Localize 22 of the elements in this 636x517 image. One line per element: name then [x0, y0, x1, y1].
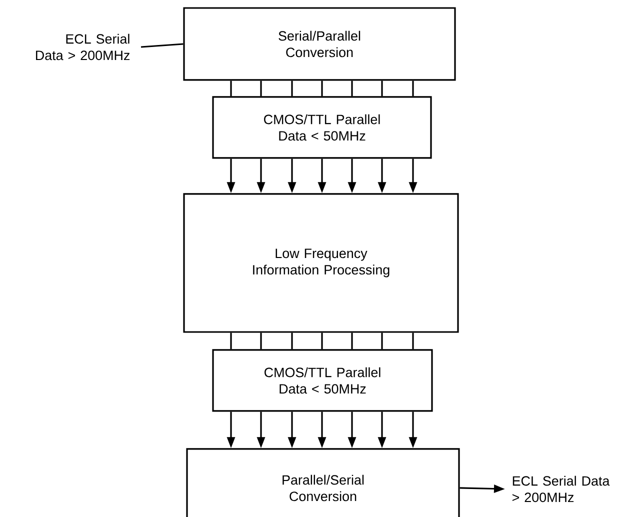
bus-line	[321, 80, 323, 96]
signal-label: ECL Serial Data > 200MHz	[512, 476, 610, 502]
block-box: CMOS/TTL Parallel Data < 50MHz	[212, 96, 432, 159]
block-box: CMOS/TTL Parallel Data < 50MHz	[212, 349, 433, 412]
signal-label: ECL Serial Data > 200MHz	[36, 34, 130, 60]
bus-line	[260, 332, 262, 350]
bus-line	[291, 80, 293, 96]
bus-line	[381, 332, 383, 350]
bus-line	[381, 80, 383, 96]
block-box: Low Frequency Information Processing	[183, 193, 459, 333]
signal-line	[140, 43, 184, 48]
block-box: Parallel/Serial Conversion	[186, 448, 460, 517]
bus-line	[291, 332, 293, 350]
bus-line	[321, 332, 323, 350]
bus-line	[260, 80, 262, 96]
bus-line	[230, 80, 232, 96]
bus-line	[351, 332, 353, 350]
bus-line	[230, 332, 232, 350]
bus-line	[351, 80, 353, 96]
bus-line	[412, 80, 414, 96]
block-box: Serial/Parallel Conversion	[183, 7, 456, 81]
bus-line	[412, 332, 414, 350]
